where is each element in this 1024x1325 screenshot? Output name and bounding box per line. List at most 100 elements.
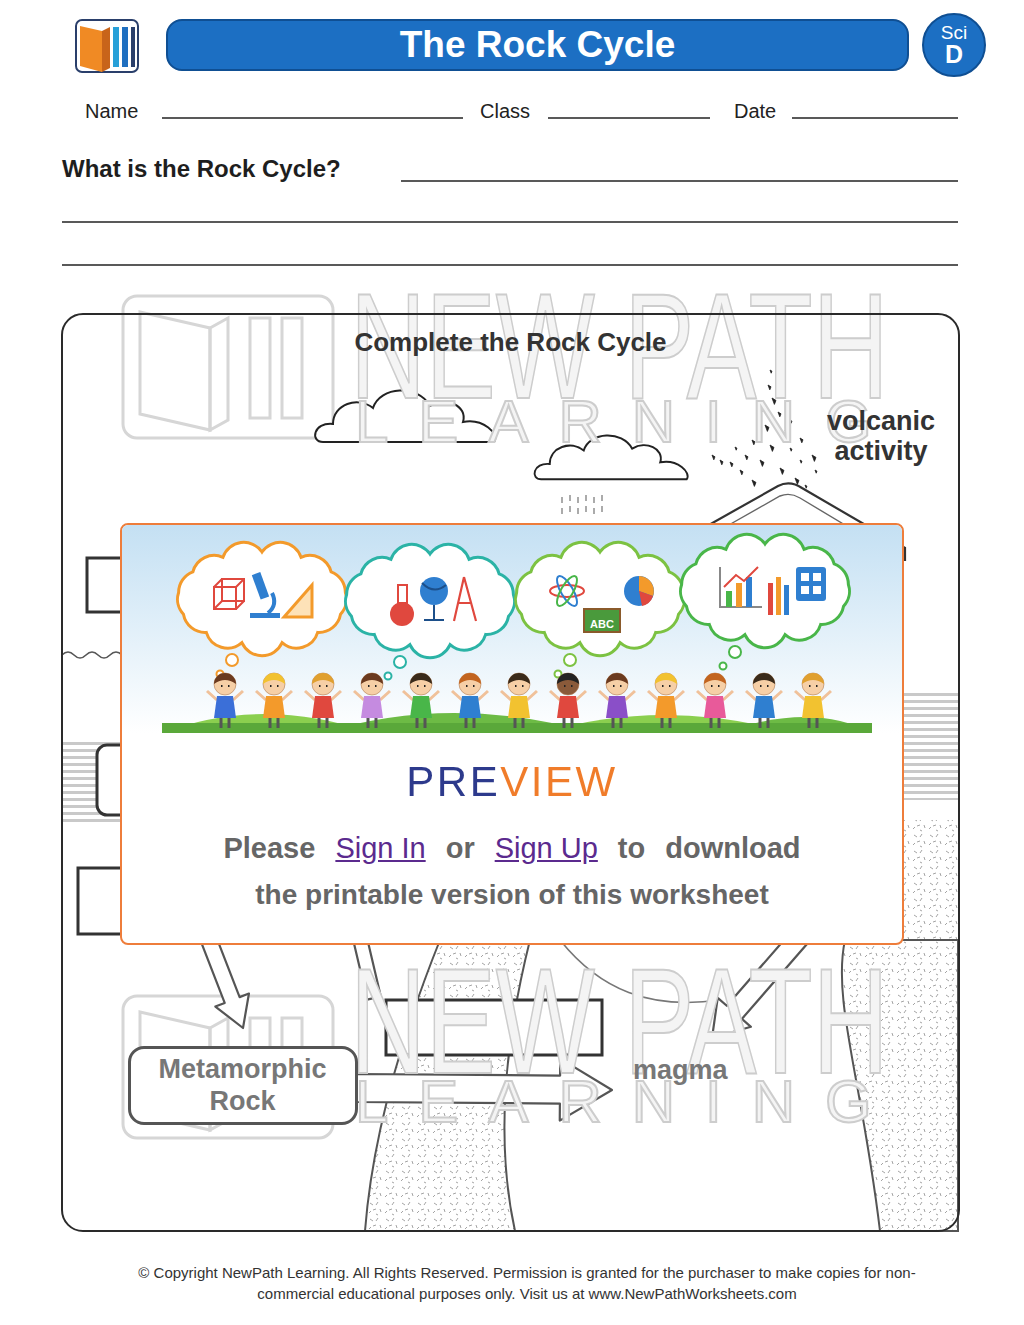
chart-icon — [720, 567, 762, 607]
child-part — [508, 673, 530, 695]
atom-icon — [550, 585, 584, 597]
ash-particle — [740, 470, 743, 475]
badge-circle — [923, 14, 985, 76]
node-text: Complete the Rock Cycle — [354, 327, 666, 357]
field-label-wrap: Date — [734, 100, 776, 123]
child-part — [417, 717, 425, 728]
child-figure — [305, 673, 341, 728]
child-part — [319, 717, 327, 728]
watermark-wrap: LEARNING — [355, 392, 902, 452]
chart-icon — [726, 591, 732, 607]
node-text: Please — [223, 831, 315, 865]
preview-line-wrap: PleaseSign InorSign Uptodownload — [122, 831, 902, 865]
field-label: Name — [85, 100, 138, 122]
art-rect — [113, 27, 119, 67]
rain — [562, 495, 602, 514]
bubble-dot — [564, 654, 576, 666]
pie-icon — [624, 576, 654, 606]
child-figure — [501, 673, 537, 728]
preview-illustration — [122, 525, 902, 733]
child-part — [466, 717, 474, 728]
subject-badge: SciD — [921, 12, 987, 78]
art-line — [62, 221, 958, 223]
child-figure — [599, 673, 635, 728]
child-part — [515, 717, 523, 728]
child-part — [214, 673, 236, 695]
child-part — [704, 673, 726, 695]
child-part — [557, 696, 579, 718]
calculator-icon — [796, 567, 826, 601]
child-part — [606, 696, 628, 718]
child-part — [760, 685, 769, 687]
field-label-wrap: Class — [480, 100, 530, 123]
child-part — [263, 673, 285, 684]
child-part — [221, 685, 230, 687]
art-line — [162, 117, 463, 119]
child-part — [508, 673, 530, 684]
stage-label-wrap: magma — [633, 1054, 728, 1086]
child-part — [655, 673, 677, 684]
art-line — [62, 264, 958, 266]
child-part — [361, 673, 383, 695]
child-part — [613, 717, 621, 728]
brand-logo — [76, 20, 138, 72]
ash-particle — [805, 485, 807, 488]
ash-particle — [712, 455, 715, 460]
child-figure — [697, 673, 733, 728]
preview-line-wrap: the printable version of this worksheet — [122, 878, 902, 912]
answer-lines — [62, 118, 958, 265]
child-part — [459, 673, 481, 695]
child-part — [704, 696, 726, 718]
sign-link: Sign Up — [495, 831, 598, 865]
board-text: ABC — [590, 618, 614, 630]
art-rect — [76, 20, 138, 72]
child-part — [606, 673, 628, 695]
question-wrap: What is the Rock Cycle? — [62, 155, 341, 183]
art-rect — [250, 318, 270, 418]
chalk-board — [584, 609, 620, 632]
child-part — [606, 673, 628, 684]
child-figure — [207, 673, 243, 728]
worksheet-title: The Rock Cycle — [400, 24, 676, 66]
art-polygon — [80, 26, 102, 72]
child-part — [312, 696, 334, 718]
ash-particle — [730, 462, 733, 467]
bubble-dot — [394, 656, 406, 668]
node-text: to — [618, 831, 645, 865]
watermark-wrap: LEARNING — [355, 1072, 902, 1132]
child-part — [459, 696, 481, 718]
child-part — [704, 673, 726, 684]
art-line — [792, 117, 958, 119]
bubble-dot — [226, 654, 238, 666]
child-part — [655, 673, 677, 695]
field-label: Date — [734, 100, 776, 122]
sky — [122, 525, 902, 733]
child-figure — [256, 673, 292, 728]
thought-bubble — [346, 544, 515, 657]
ash-particle — [760, 460, 764, 466]
preview-heading: PREVIEW — [406, 757, 617, 807]
node-text: the printable version of this worksheet — [255, 879, 768, 910]
chart-icon — [736, 583, 742, 607]
atom-icon — [553, 573, 580, 608]
flask-icon — [398, 585, 407, 603]
art-rect — [131, 27, 135, 67]
ash-particle — [780, 468, 784, 474]
child-figure — [648, 673, 684, 728]
field-label-wrap: Name — [85, 100, 138, 123]
child-part — [809, 685, 818, 687]
badge-text-column: SciD — [921, 12, 987, 78]
child-part — [221, 717, 229, 728]
child-part — [711, 717, 719, 728]
bubble-dot — [720, 663, 727, 670]
chart-icon — [746, 577, 752, 607]
pie-icon — [639, 591, 653, 606]
child-part — [760, 717, 768, 728]
child-part — [802, 673, 824, 695]
flask-icon — [390, 602, 414, 626]
node-text: Sci — [941, 23, 967, 42]
child-part — [655, 696, 677, 718]
child-part — [319, 685, 328, 687]
pencil-icon — [768, 583, 773, 615]
thought-bubbles — [178, 534, 850, 679]
